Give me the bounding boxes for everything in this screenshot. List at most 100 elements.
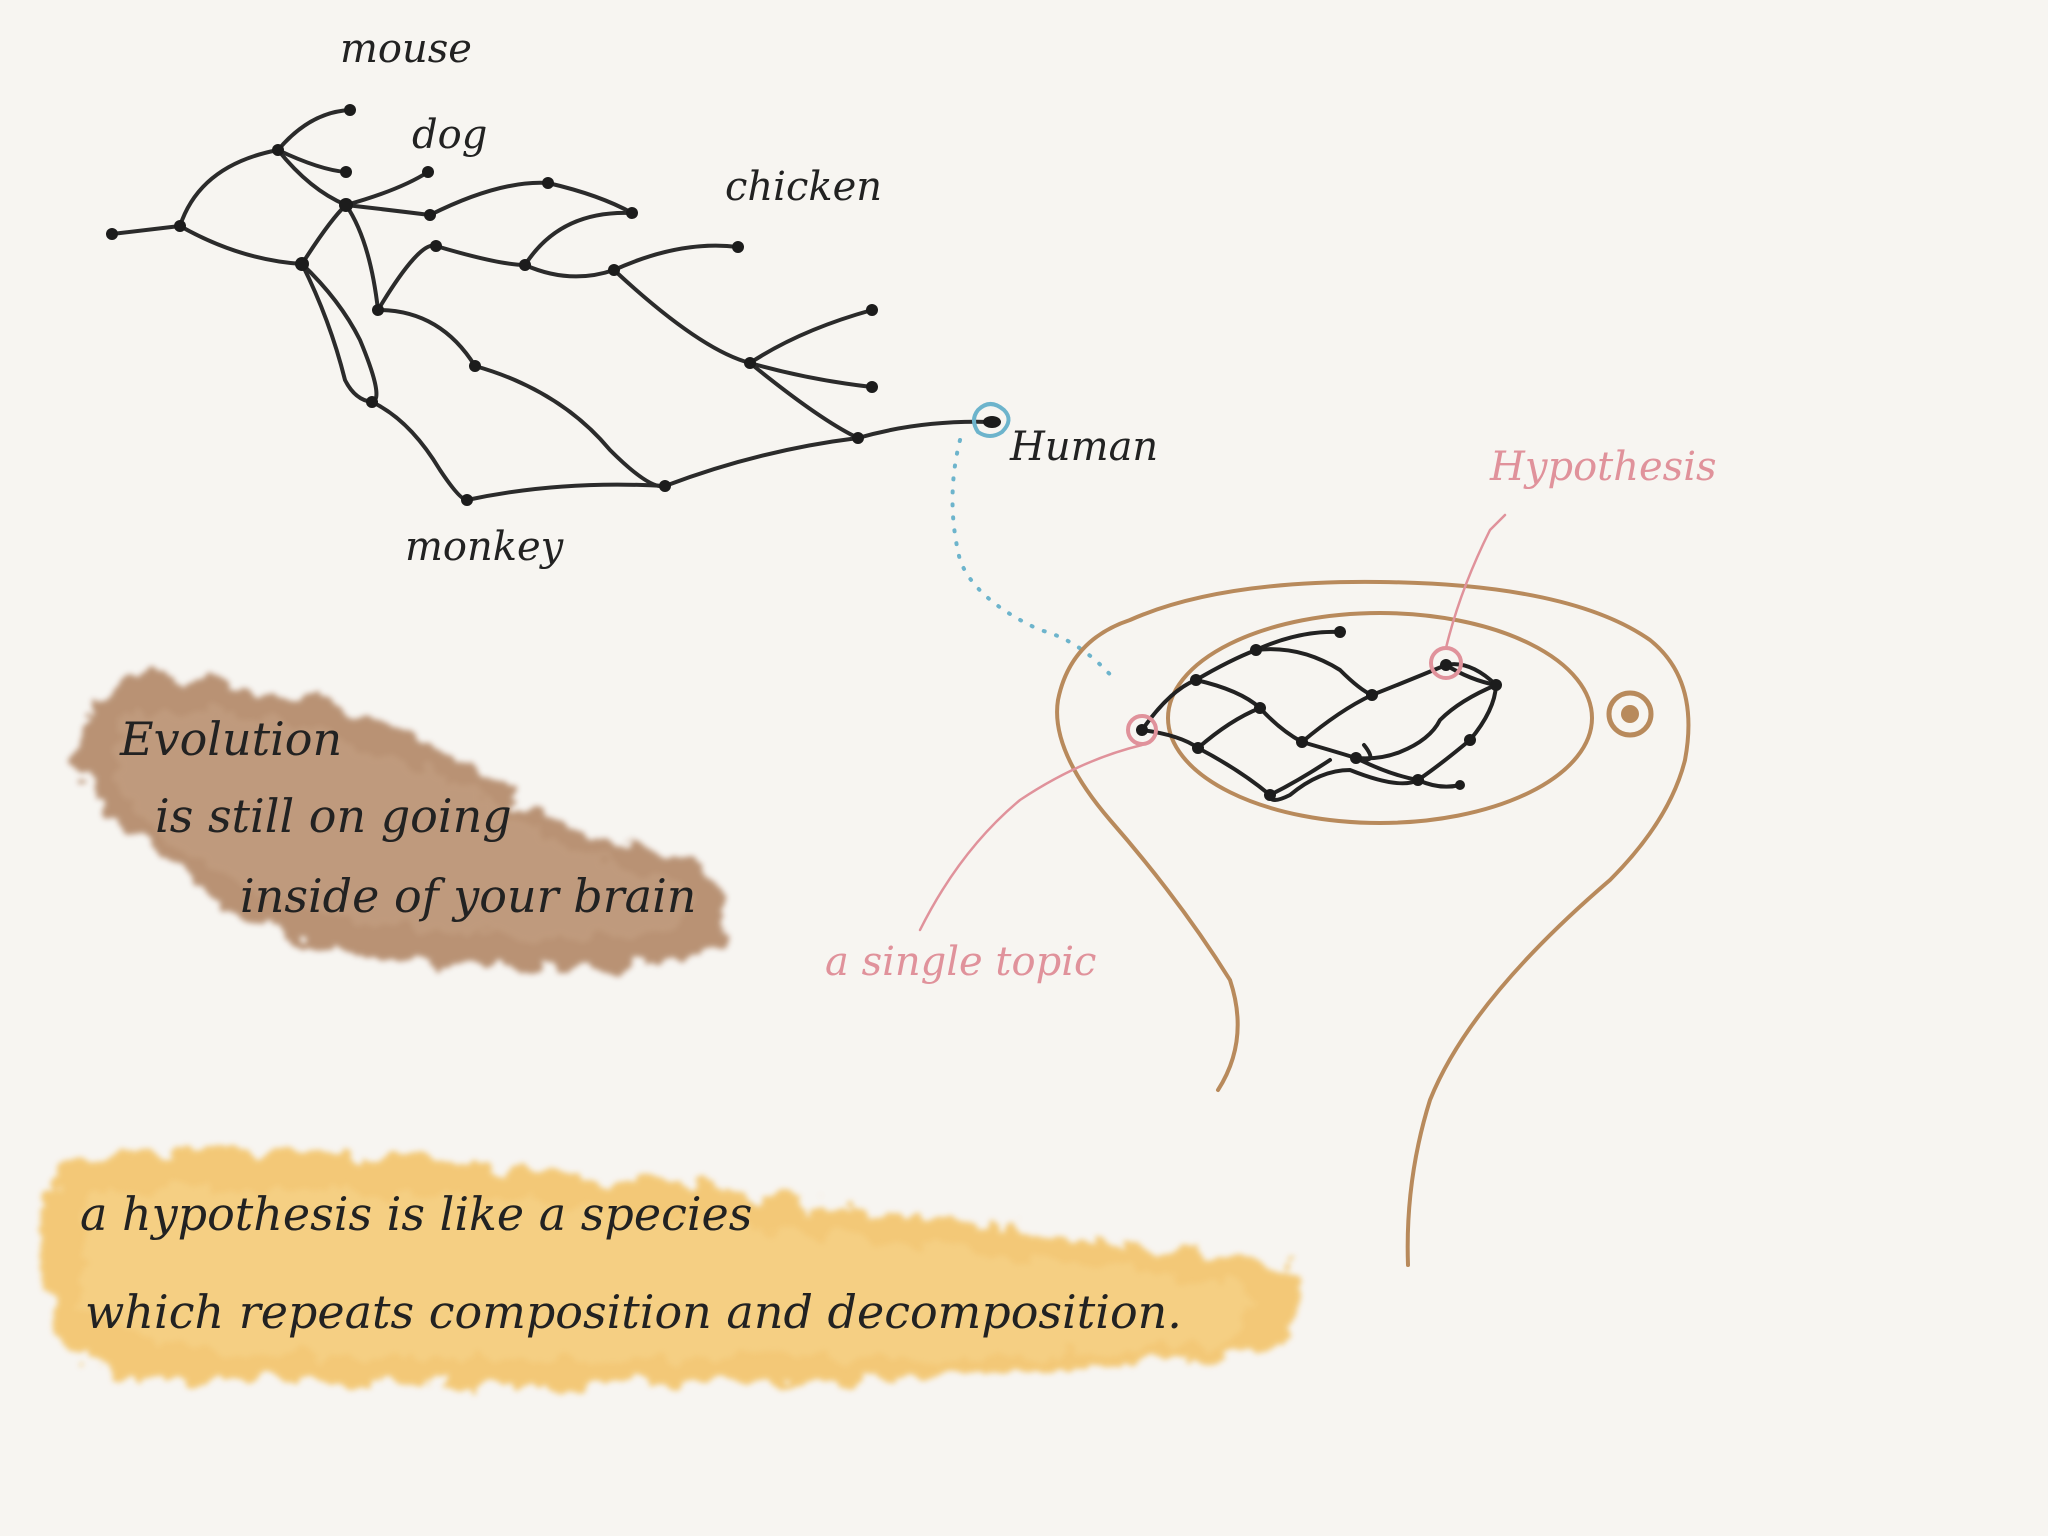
tree-node xyxy=(626,207,638,219)
brain-net-branch xyxy=(1196,706,1262,750)
tree-node xyxy=(866,381,878,393)
head-diagram: Hypothesis a single topic xyxy=(825,444,1717,1267)
tree-node xyxy=(744,357,756,369)
brain-net-branch xyxy=(1194,648,1258,682)
eye-ring xyxy=(1606,690,1654,738)
tree-node xyxy=(608,264,620,276)
tree-node xyxy=(519,259,531,271)
tree-branch xyxy=(523,210,634,267)
label-monkey: monkey xyxy=(405,524,565,570)
tree-branch xyxy=(523,263,616,279)
hypothesis-line-1: a hypothesis is like a species xyxy=(80,1187,752,1241)
evolution-line-3: inside of your brain xyxy=(240,869,696,923)
brain-net-branch xyxy=(1194,678,1262,710)
brain-net-node xyxy=(1440,659,1452,671)
tree-branch xyxy=(748,361,860,440)
brain-net-branch xyxy=(1268,758,1332,797)
brain-net-branch xyxy=(1254,647,1374,697)
hypothesis-line-2: which repeats composition and decomposit… xyxy=(85,1285,1182,1339)
tree-node xyxy=(732,241,744,253)
brain-net-branch xyxy=(1416,778,1462,789)
label-hypothesis: Hypothesis xyxy=(1489,444,1717,490)
brain-net-branch xyxy=(1354,683,1498,761)
brain-net-branch xyxy=(1416,738,1472,782)
tree-branch xyxy=(178,224,304,266)
brain-net-node xyxy=(1366,689,1378,701)
tree-node xyxy=(866,304,878,316)
brain-net-node xyxy=(1412,774,1424,786)
tree-branch xyxy=(473,364,667,489)
tree-branch xyxy=(276,148,348,207)
brain-net-node xyxy=(1296,736,1308,748)
tree-node xyxy=(344,104,356,116)
evolution-line-2: is still on going xyxy=(155,789,512,843)
yellow-blob-highlight xyxy=(80,1189,1252,1359)
hypothesis-leader-line xyxy=(1444,513,1507,650)
brain-net-node xyxy=(1136,724,1148,736)
tree-node xyxy=(659,480,671,492)
hypothesis-note: a hypothesis is like a species which rep… xyxy=(46,1150,1299,1387)
tree-branch xyxy=(276,108,352,152)
evolution-tree: mouse dog chicken Human monkey xyxy=(106,26,1158,570)
head-outline xyxy=(1055,579,1691,1267)
tree-branch xyxy=(465,482,667,502)
brain-net-branch xyxy=(1300,693,1374,744)
tree-branch xyxy=(344,170,430,207)
brain-net-node xyxy=(1192,742,1204,754)
tree-branch xyxy=(300,262,379,404)
tree-node xyxy=(469,360,481,372)
brain-net-branch xyxy=(1370,663,1448,697)
tree-branch xyxy=(300,203,348,266)
label-dog: dog xyxy=(412,112,487,158)
tree-branch xyxy=(300,262,374,404)
tree-branch xyxy=(748,361,874,389)
brain-net-node xyxy=(1490,679,1502,691)
label-human: Human xyxy=(1009,424,1158,470)
brain-net-branch xyxy=(1254,629,1342,652)
tree-node xyxy=(852,432,864,444)
evolution-note: Evolution is still on going inside of yo… xyxy=(80,677,725,971)
tree-branch xyxy=(110,224,182,236)
brain-outline xyxy=(1166,611,1594,825)
tree-branch xyxy=(663,436,860,488)
tree-node xyxy=(339,198,353,212)
tree-branch xyxy=(344,203,380,312)
tree-branch xyxy=(428,180,550,217)
tree-branch xyxy=(612,243,740,272)
tree-branch xyxy=(370,400,469,502)
tree-node xyxy=(542,177,554,189)
tree-node-human xyxy=(983,416,1001,428)
tree-node xyxy=(340,166,352,178)
tree-node xyxy=(106,228,118,240)
tree-branch xyxy=(612,268,752,365)
label-mouse: mouse xyxy=(340,26,472,72)
tree-branch xyxy=(376,243,438,312)
label-single-topic: a single topic xyxy=(825,939,1096,985)
tree-node xyxy=(366,396,378,408)
tree-branch xyxy=(376,308,477,368)
tree-node xyxy=(424,209,436,221)
tree-branch xyxy=(748,308,874,365)
brain-net-node xyxy=(1350,752,1362,764)
human-highlight-circle xyxy=(972,402,1011,438)
tree-node xyxy=(295,257,309,271)
brain-net-node xyxy=(1264,789,1276,801)
tree-branch xyxy=(856,419,992,440)
brain-net-node xyxy=(1464,734,1476,746)
tree-branch xyxy=(546,181,634,215)
tree-branch xyxy=(178,148,280,228)
tree-node xyxy=(422,166,434,178)
brain-net-node xyxy=(1334,626,1346,638)
brain-net-branch xyxy=(1196,746,1272,797)
tree-branch xyxy=(434,244,527,267)
evolution-line-1: Evolution xyxy=(119,712,342,766)
tree-branch xyxy=(344,203,432,217)
brain-net-node xyxy=(1254,702,1266,714)
tree-node xyxy=(272,144,284,156)
brown-blob-highlight xyxy=(115,710,687,939)
brain-net-node xyxy=(1455,780,1465,790)
eye-pupil xyxy=(1621,705,1639,723)
tree-node xyxy=(372,304,384,316)
tree-node xyxy=(461,494,473,506)
